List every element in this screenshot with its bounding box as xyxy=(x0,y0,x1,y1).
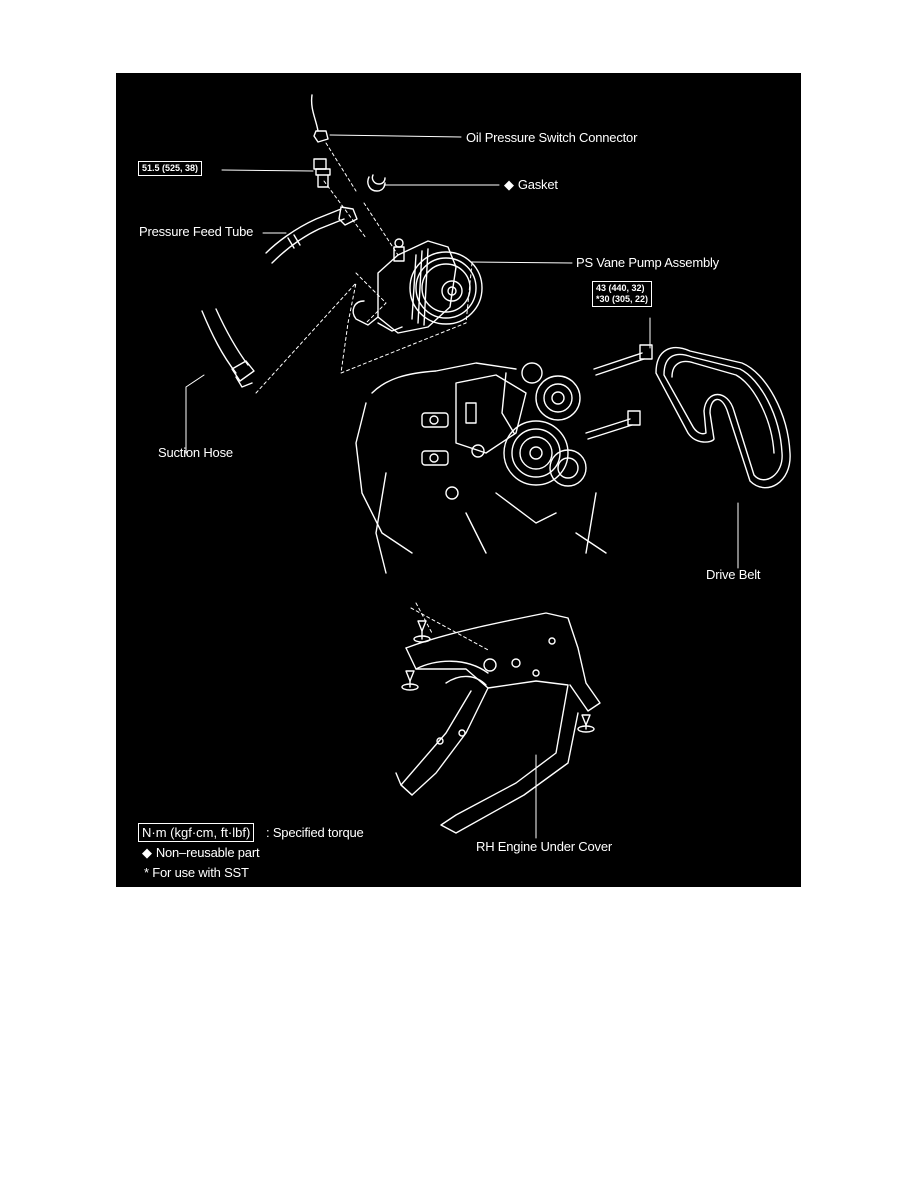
suction-hose-label: Suction Hose xyxy=(158,445,233,460)
specified-torque-legend-text: : Specified torque xyxy=(266,825,364,840)
ps-vane-pump-assembly-label: PS Vane Pump Assembly xyxy=(576,255,719,270)
non-reusable-legend-diamond-icon: ◆ xyxy=(142,845,152,860)
non-reusable-legend: ◆Non–reusable part xyxy=(142,845,260,860)
torque-unit-legend-box: N·m (kgf·cm, ft·lbf) xyxy=(138,823,255,842)
pump-bolts-drawing xyxy=(585,344,653,440)
pump-bolt-torque-line2: *30 (305, 22) xyxy=(596,294,649,304)
drive-belt-drawing xyxy=(655,346,791,489)
oil-pressure-switch-connector-label: Oil Pressure Switch Connector xyxy=(466,130,638,145)
gasket-drawing xyxy=(367,174,386,192)
leader-lines xyxy=(185,134,739,839)
oil-pressure-switch-connector-drawing xyxy=(310,94,329,143)
non-reusable-diamond-icon: ◆ xyxy=(504,177,514,192)
gasket-label-text: Gasket xyxy=(517,177,558,192)
drive-belt-label: Drive Belt xyxy=(706,567,761,582)
sst-legend-text: * For use with SST xyxy=(144,865,249,880)
union-bolt-torque-spec: 51.5 (525, 38) xyxy=(138,161,203,176)
union-bolt-drawing xyxy=(313,158,331,188)
rh-engine-under-cover-label: RH Engine Under Cover xyxy=(476,839,612,854)
rh-engine-under-cover-drawing xyxy=(395,612,601,834)
pressure-feed-tube-label: Pressure Feed Tube xyxy=(139,224,254,239)
cover-bolts-drawing xyxy=(401,620,595,733)
pressure-feed-tube-drawing xyxy=(265,206,358,264)
diagram-panel: Oil Pressure Switch Connector 51.5 (525,… xyxy=(116,73,801,887)
exploded-view-illustration xyxy=(185,94,791,839)
suction-hose-drawing xyxy=(201,308,255,388)
ps-vane-pump-drawing xyxy=(352,238,483,334)
alignment-dashes xyxy=(255,142,491,652)
gasket-label: ◆Gasket xyxy=(504,177,558,192)
pump-bolt-torque-line1: 43 (440, 32) xyxy=(596,283,645,293)
engine-block-drawing xyxy=(355,362,607,574)
pump-bolt-torque-spec: 43 (440, 32) *30 (305, 22) xyxy=(592,281,653,307)
non-reusable-legend-text: Non–reusable part xyxy=(155,845,260,860)
